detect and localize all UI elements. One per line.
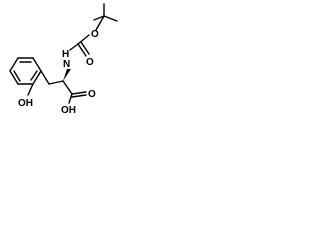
- atom-label-acid-oh: OH: [61, 105, 76, 116]
- bond-carboxyl-double-2: [71, 94, 87, 98]
- bond-alpha-carbon-to-methylene: [48, 80, 64, 85]
- bond-tbu-methyl-right: [103, 15, 118, 22]
- ring-inner-double-3: [30, 70, 38, 81]
- ring-bond-6: [32, 70, 42, 85]
- tert-butyl-group: [93, 3, 118, 31]
- bond-carbamate-carbonyl-2: [80, 41, 90, 55]
- bond-carbamate-carbon-nitrogen: [69, 43, 79, 51]
- stereo-wedge-bond: [63, 69, 71, 81]
- bond-tbu-methyl-left: [93, 15, 105, 21]
- bond-ring-to-phenol: [27, 83, 34, 96]
- atom-label-carbamate-carbonyl-oxygen: O: [86, 57, 94, 68]
- atom-label-boc-oxygen: O: [91, 29, 99, 40]
- ring-bond-4: [9, 70, 19, 85]
- ring-bond-3: [9, 57, 19, 72]
- atom-label-acid-carbonyl-oxygen: O: [88, 89, 96, 100]
- carboxylic-acid-group: O OH: [61, 89, 96, 116]
- bond-carboxyl-hydroxyl: [68, 93, 73, 104]
- ring-inner-double-2: [13, 70, 21, 82]
- bond-carboxyl-double-1: [71, 91, 87, 95]
- atom-label-amide-n: N: [63, 59, 70, 70]
- bond-alpha-carbon-to-carboxyl: [62, 80, 73, 95]
- bond-oxygen-carbamate-carbon: [77, 34, 90, 45]
- bond-carbamate-carbonyl-1: [77, 43, 87, 57]
- atom-label-amide-h: H: [62, 49, 69, 60]
- bond-tbu-oxygen: [95, 15, 105, 31]
- benzene-ring: [9, 57, 42, 85]
- bond-methylene-to-ring: [40, 70, 50, 85]
- amide-nh-group: H N: [62, 49, 70, 70]
- ring-bond-1: [32, 57, 42, 72]
- boc-carbamate-group: O O: [69, 29, 99, 68]
- chemical-structure: O O H N O OH OH: [9, 3, 118, 116]
- atom-label-phenol-oh: OH: [18, 98, 33, 109]
